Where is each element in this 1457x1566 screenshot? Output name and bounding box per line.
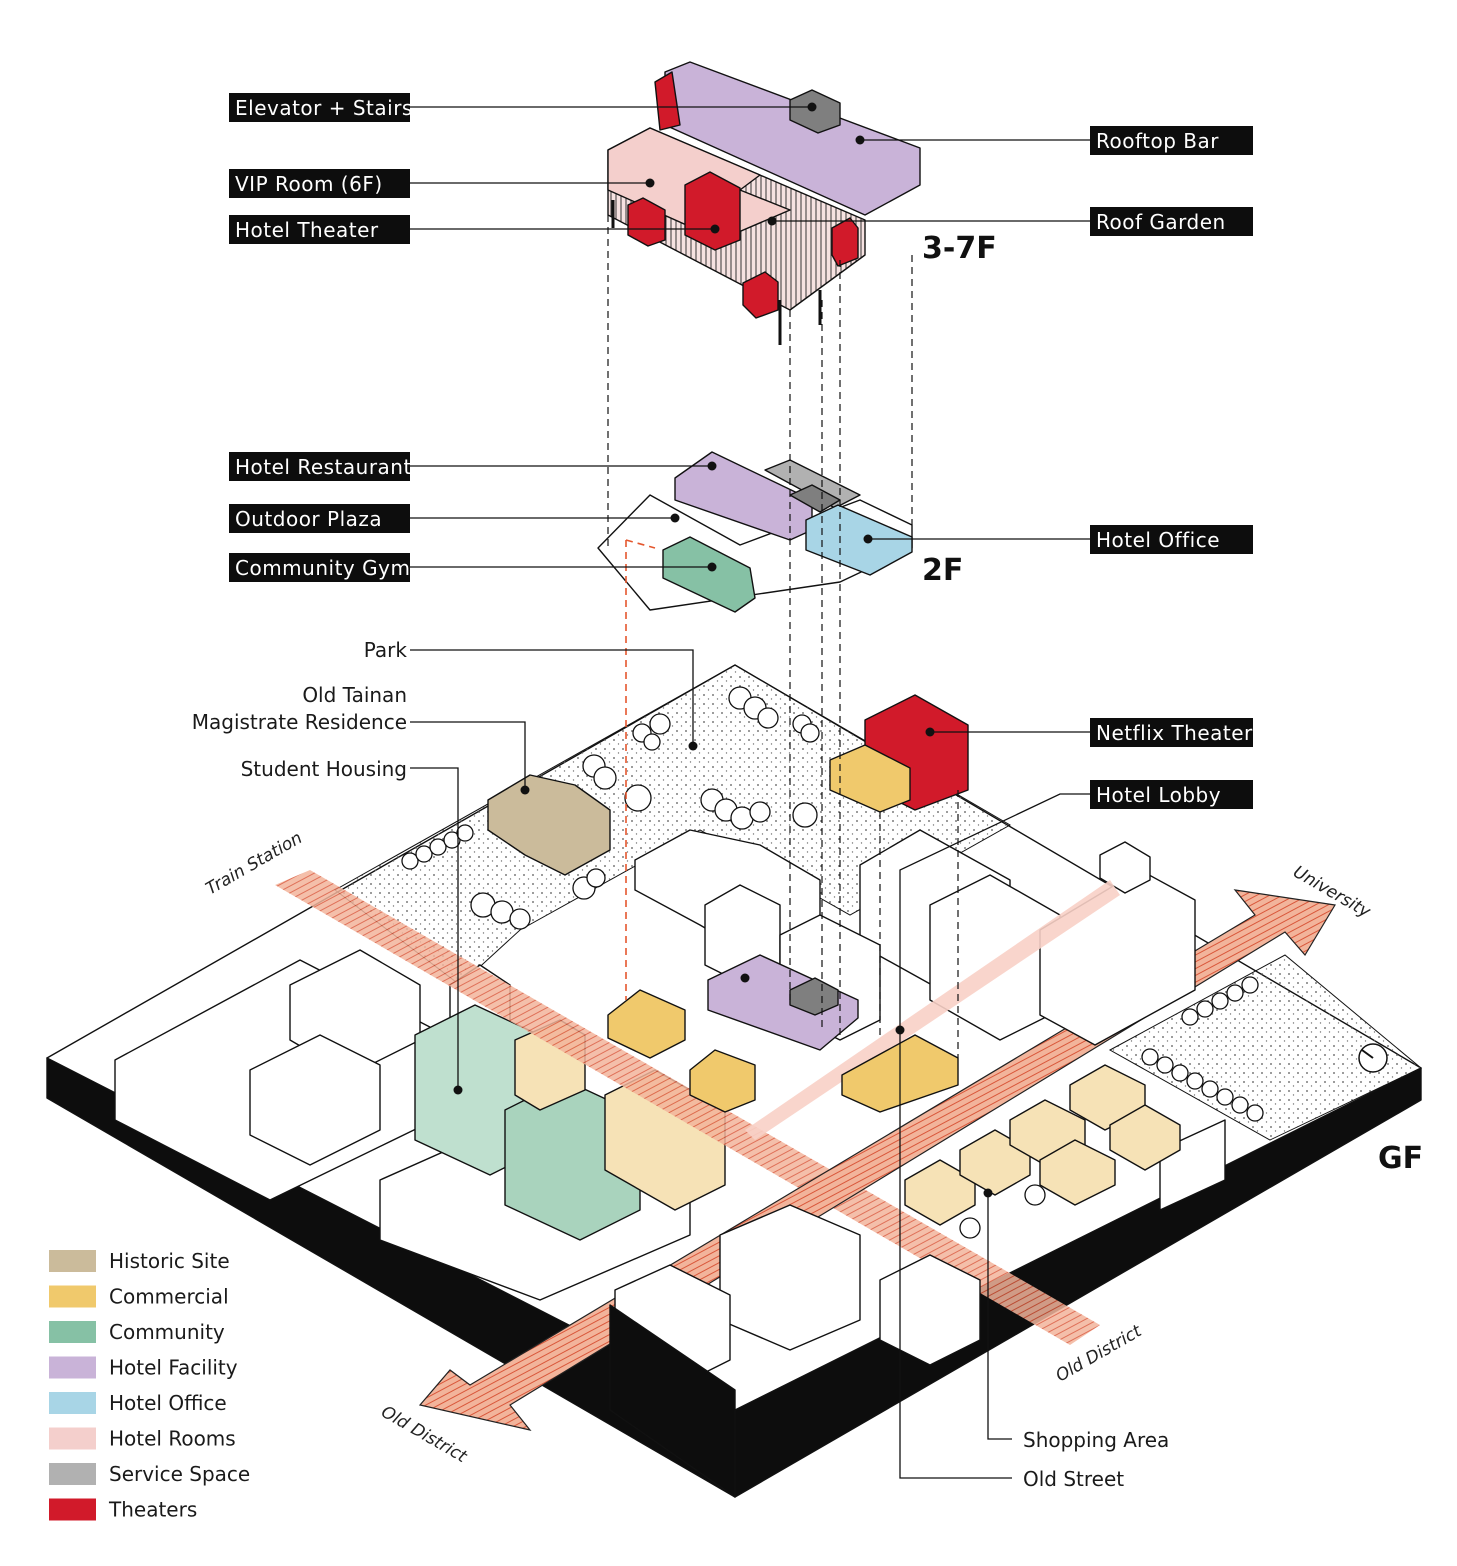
label-hotel-theater: Hotel Theater (229, 215, 410, 244)
park-trees (401, 686, 1264, 1239)
legend-label: Hotel Facility (109, 1356, 238, 1380)
label-student-housing: Student Housing (241, 757, 407, 781)
legend-label: Historic Site (109, 1249, 230, 1273)
projection-lines (607, 215, 959, 1058)
svg-text:Roof Garden: Roof Garden (1096, 210, 1226, 234)
svg-text:Community Gym: Community Gym (235, 556, 410, 580)
gf-service-core (789, 977, 839, 1016)
leader-lines (410, 106, 1090, 1479)
label-shopping-area: Shopping Area (1023, 1428, 1169, 1452)
legend-label: Service Space (109, 1462, 250, 1486)
floor-label-3-7f: 3-7F (922, 231, 997, 266)
legend-label: Community (109, 1320, 225, 1344)
legend-label: Theaters (108, 1498, 197, 1522)
svg-text:Outdoor Plaza: Outdoor Plaza (235, 507, 382, 531)
hotel-theater-box (684, 171, 741, 251)
upper-floors (607, 61, 921, 345)
legend-swatch (49, 1427, 96, 1450)
elevator-core (789, 89, 841, 134)
legend-swatch (49, 1321, 96, 1343)
2f-hotel-office (805, 504, 913, 576)
legend-swatch (49, 1250, 96, 1272)
floor-label-gf: GF (1378, 1141, 1423, 1176)
legend-label: Hotel Rooms (109, 1427, 236, 1451)
old-street-band (745, 880, 1120, 1140)
netflix-commercial-block (829, 744, 911, 813)
label-hotel-lobby: Hotel Lobby (1090, 780, 1253, 809)
svg-text:Hotel Theater: Hotel Theater (235, 218, 379, 242)
label-hotel-office: Hotel Office (1090, 525, 1253, 554)
train-station-axis (275, 870, 1100, 1345)
green-strip-right (1108, 954, 1422, 1141)
label-old-street: Old Street (1023, 1467, 1124, 1491)
ground-floor (46, 664, 1422, 1498)
legend-label: Commercial (109, 1285, 229, 1309)
commercial-pod-2 (689, 1049, 756, 1113)
label-outdoor-plaza: Outdoor Plaza (229, 504, 410, 533)
svg-text:Hotel Lobby: Hotel Lobby (1096, 783, 1221, 807)
svg-text:Hotel Restaurant: Hotel Restaurant (235, 455, 412, 479)
theater-box-2 (627, 197, 666, 247)
label-park: Park (364, 638, 408, 662)
label-rooftop-bar: Rooftop Bar (1090, 126, 1253, 155)
shopping-area-pavilions (904, 1064, 1181, 1226)
label-community-gym: Community Gym (229, 553, 410, 582)
label-elevator-stairs: Elevator + Stairs (229, 93, 413, 122)
svg-text:Elevator + Stairs: Elevator + Stairs (235, 96, 413, 120)
2f-community-gym (662, 536, 756, 613)
svg-text:Rooftop Bar: Rooftop Bar (1096, 129, 1219, 153)
legend-swatch (49, 1356, 96, 1379)
label-vip-room: VIP Room (6F) (229, 169, 410, 198)
label-magistrate-line1: Old Tainan (302, 683, 407, 707)
legend-swatch (49, 1392, 96, 1414)
label-hotel-restaurant: Hotel Restaurant (229, 452, 412, 481)
commercial-pod-1 (607, 989, 686, 1059)
second-floor (597, 451, 913, 613)
svg-text:VIP Room (6F): VIP Room (6F) (235, 172, 383, 196)
magistrate-residence-block (487, 774, 611, 876)
legend-label: Hotel Office (109, 1391, 227, 1415)
svg-text:Hotel Office: Hotel Office (1096, 528, 1220, 552)
legend-swatch (49, 1498, 96, 1521)
bottom-city-block (609, 1119, 1226, 1498)
label-roof-garden: Roof Garden (1090, 207, 1253, 236)
theater-box-4 (742, 271, 779, 319)
label-netflix-theater: Netflix Theater (1090, 718, 1253, 747)
legend-swatch (49, 1463, 96, 1485)
theater-box-3 (831, 217, 859, 267)
legend-swatch (49, 1285, 96, 1308)
theater-box-1 (654, 71, 681, 131)
label-magistrate-line2: Magistrate Residence (192, 710, 407, 734)
svg-text:Netflix Theater: Netflix Theater (1096, 721, 1253, 745)
floor-label-2f: 2F (922, 553, 963, 588)
leader-dots (453, 102, 993, 1198)
